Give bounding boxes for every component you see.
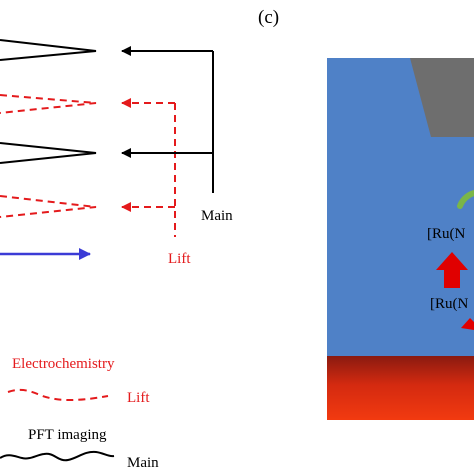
legend-lift-label: Lift bbox=[127, 390, 150, 406]
main-wedge-top bbox=[0, 39, 97, 61]
red-curved-arrow bbox=[461, 318, 474, 330]
right-panel: [Ru(N [Ru(N bbox=[327, 58, 474, 420]
afm-tip bbox=[410, 58, 474, 137]
substrate bbox=[327, 356, 474, 420]
species-top: [Ru(N bbox=[427, 226, 465, 242]
legend-main-line bbox=[0, 450, 115, 462]
lift-wedge-top bbox=[0, 94, 97, 114]
green-arrow bbox=[457, 190, 474, 209]
legend: Electrochemistry Lift PFT imaging Main bbox=[0, 356, 159, 471]
red-up-arrow bbox=[436, 252, 468, 288]
legend-lift-line bbox=[7, 388, 109, 402]
lift-wedge-bottom bbox=[0, 195, 97, 218]
main-label: Main bbox=[201, 208, 233, 224]
panel-label: (c) bbox=[258, 7, 279, 28]
lift-label: Lift bbox=[168, 251, 191, 267]
species-bottom: [Ru(N bbox=[430, 296, 468, 312]
legend-pft-title: PFT imaging bbox=[28, 427, 107, 443]
left-diagram: Main Lift bbox=[0, 39, 233, 267]
legend-electrochemistry-title: Electrochemistry bbox=[12, 356, 115, 372]
legend-main-label: Main bbox=[127, 455, 159, 471]
main-wedge-bottom bbox=[0, 142, 97, 164]
